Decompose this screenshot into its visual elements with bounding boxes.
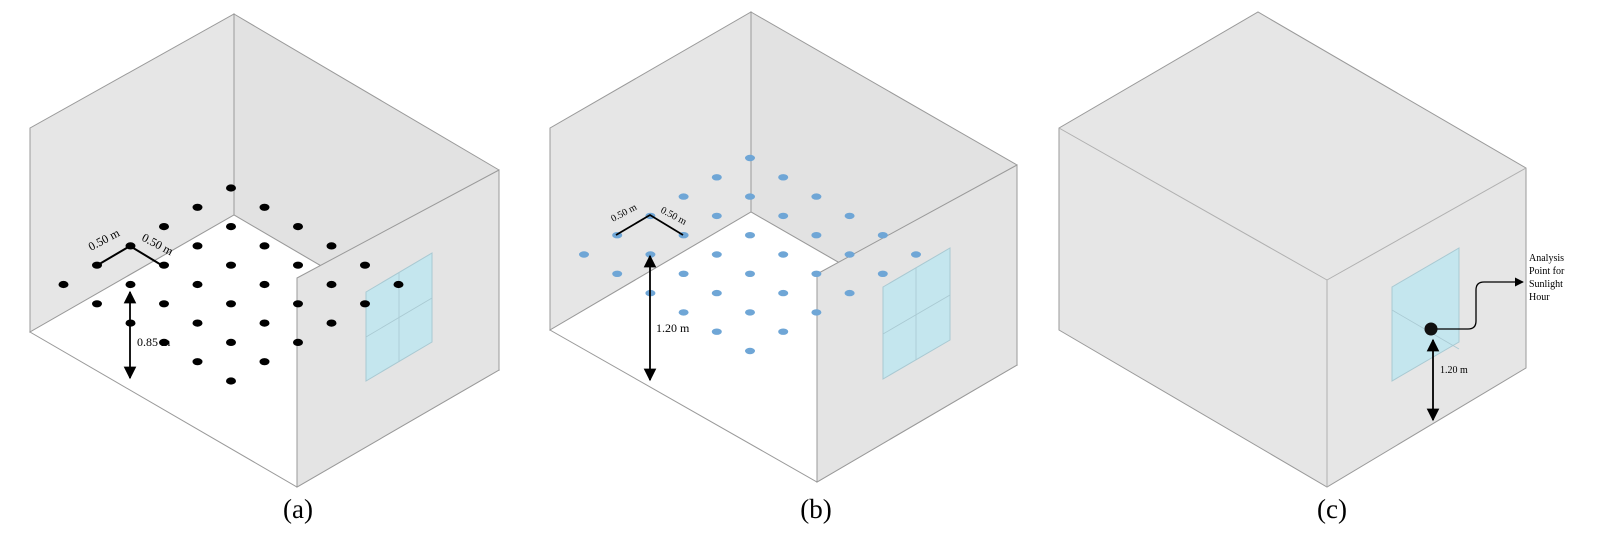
sensor-point-a (159, 300, 169, 308)
sensor-point-a (226, 261, 236, 269)
height-dimension-a: 0.85 m (123, 290, 171, 380)
sensor-point-b (811, 309, 822, 316)
sensor-point-a (326, 319, 337, 327)
sensor-point-b (612, 270, 623, 277)
sensor-point-b (844, 212, 855, 220)
sensor-point-a (360, 261, 370, 269)
sensor-point-b (811, 270, 822, 277)
sensor-point-b (711, 251, 722, 258)
sensor-point-a (293, 300, 303, 308)
sensor-point-a (226, 223, 236, 231)
sensor-point-b (811, 193, 822, 200)
sensor-point-a (259, 242, 270, 250)
sensor-point-b (745, 232, 755, 239)
sensor-point-b (811, 232, 822, 239)
sensor-point-a (192, 242, 203, 250)
height-label-c: 1.20 m (1440, 365, 1468, 376)
room-b (549, 11, 1018, 483)
caption-a: (a) (283, 494, 313, 524)
sensor-point-a (226, 300, 236, 308)
sensor-point-b (745, 154, 755, 162)
sensor-point-a (326, 242, 337, 250)
sensor-point-b (711, 328, 722, 335)
sensor-point-b (678, 270, 689, 277)
window-b (882, 247, 951, 380)
analysis-point-c: 1.20 m Analysis Point for Sunlight Hour (1424, 253, 1565, 422)
sensor-point-b (911, 251, 921, 258)
annotation-line-4: Hour (1529, 292, 1550, 303)
window-c (1391, 247, 1460, 382)
sensor-point-b (778, 289, 789, 297)
sensor-point-b (678, 309, 689, 316)
sensor-point-a (259, 203, 270, 211)
room-a (28, 13, 500, 488)
sensor-point-b (745, 309, 755, 316)
sensor-point-a (259, 319, 270, 327)
analysis-point-icon (1424, 322, 1438, 336)
sensor-point-a (360, 300, 370, 308)
sensor-point-b (711, 174, 722, 181)
sensor-point-a (326, 280, 337, 289)
sensor-point-a (226, 377, 236, 385)
leader-arrow-icon (1437, 277, 1524, 330)
height-label-a: 0.85 m (137, 335, 171, 349)
sensor-point-b (745, 270, 755, 277)
annotation-line-3: Sunlight (1529, 279, 1563, 290)
sensor-point-b (711, 212, 722, 220)
sensor-point-a (293, 261, 303, 269)
sensor-point-a (192, 358, 203, 366)
panel-c: 1.20 m Analysis Point for Sunlight Hour … (1058, 11, 1565, 524)
sensor-point-b (877, 232, 888, 239)
sensor-point-a (159, 338, 169, 346)
sensor-point-a (293, 223, 303, 231)
sensor-point-a (125, 280, 136, 289)
sensor-point-a (58, 280, 69, 289)
sensor-point-a (192, 319, 203, 327)
sensor-point-a (259, 280, 270, 289)
height-dimension-b: 1.20 m (643, 254, 690, 382)
sensor-grid-b (579, 154, 921, 355)
annotation-line-1: Analysis (1529, 253, 1564, 264)
sensor-point-b (778, 174, 789, 181)
sensor-point-a (293, 338, 303, 346)
sensor-point-a (92, 300, 102, 308)
height-label-b: 1.20 m (656, 321, 690, 335)
caption-c: (c) (1317, 494, 1347, 524)
panel-b: 0.50 m 0.50 m 1.20 m (b) (549, 11, 1018, 524)
sensor-point-b (579, 251, 589, 258)
sensor-point-a (159, 261, 169, 269)
sensor-point-b (678, 193, 689, 200)
sensor-grid-a (58, 184, 404, 385)
caption-b: (b) (800, 494, 831, 524)
sensor-point-b (711, 289, 722, 297)
sensor-point-a (192, 280, 203, 289)
sensor-point-b (877, 270, 888, 277)
sensor-point-a (192, 203, 203, 211)
sensor-point-b (745, 347, 755, 355)
panel-a: 0.50 m 0.50 m 0.85 m (a) (28, 13, 500, 524)
sensor-point-b (844, 251, 855, 258)
sensor-point-a (259, 358, 270, 366)
sensor-point-b (778, 251, 789, 258)
sensor-point-b (778, 328, 789, 335)
sensor-point-a (159, 223, 169, 231)
sensor-point-b (745, 193, 755, 200)
sensor-point-a (226, 338, 236, 346)
sensor-point-b (844, 289, 855, 297)
sensor-point-b (778, 212, 789, 220)
room-c (1058, 11, 1527, 488)
sensor-point-a (393, 280, 404, 289)
annotation-line-2: Point for (1529, 266, 1565, 277)
sensor-point-a (226, 184, 236, 192)
